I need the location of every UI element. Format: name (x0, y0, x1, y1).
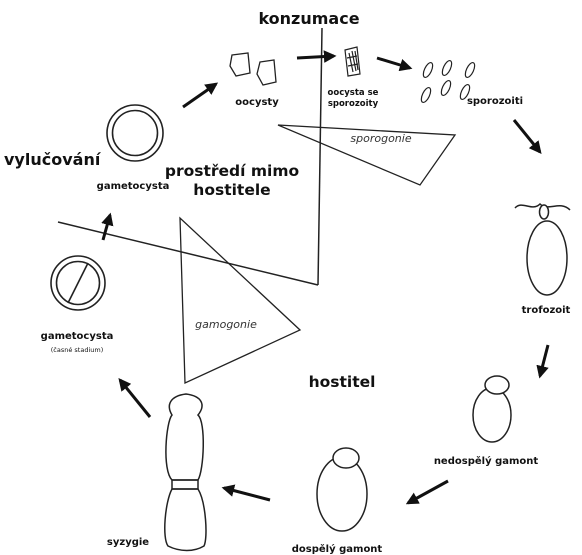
oocyst-shapes (230, 53, 276, 85)
prostredi-label-line1: prostředí mimo (165, 162, 299, 180)
trofozoit-shape (515, 204, 570, 295)
gamogonie-triangle (180, 218, 300, 383)
sporulated-oocyst (345, 47, 360, 76)
arrow-to-sporulation (297, 56, 334, 58)
syzygie-label: syzygie (107, 537, 149, 548)
arrow-to-gametocysta (103, 215, 110, 240)
gamogonie-label: gamogonie (195, 318, 257, 331)
oocysta-label-line2: sporozoity (328, 99, 379, 109)
nedospely-gamont-label: nedospělý gamont (434, 455, 539, 467)
dospely-gamont-label: dospělý gamont (292, 543, 383, 555)
vylucovani-label: vylučování (4, 150, 102, 169)
sporozoiti-label: sporozoiti (467, 96, 523, 107)
prostredi-label-line2: hostitele (193, 181, 270, 199)
syzygie-shape (165, 394, 206, 551)
arrow-to-immature-gamont (540, 345, 548, 376)
mature-gamont-shape (317, 448, 367, 531)
hostitel-label: hostitel (309, 373, 376, 391)
vertical-divider (318, 28, 322, 285)
arrow-to-syzygie (224, 488, 270, 500)
oocysta-label-line1: oocysta se (328, 88, 379, 98)
oocyst-shape (230, 53, 250, 76)
trofozoit-label: trofozoit (522, 305, 571, 316)
konzumace-label: konzumace (258, 9, 359, 28)
arrow-to-oocysty (183, 84, 216, 107)
gametocysta-early-shape (51, 256, 105, 310)
oocyst-shape (257, 60, 276, 85)
immature-gamont-shape (473, 376, 511, 442)
gametocysta-early-note: (časné stadium) (51, 346, 104, 354)
oocysty-label: oocysty (235, 97, 279, 108)
gametocysta-early-label: gametocysta (41, 331, 114, 342)
gametocysta-label: gametocysta (97, 181, 170, 192)
arrow-to-sporozoites (377, 58, 410, 68)
arrow-to-mature-gamont (408, 481, 448, 503)
arrow-to-early-gametocysta (120, 380, 150, 417)
arrow-to-trofozoit (514, 120, 540, 152)
sporogonie-label: sporogonie (350, 132, 411, 145)
gametocysta-shape (107, 105, 163, 161)
